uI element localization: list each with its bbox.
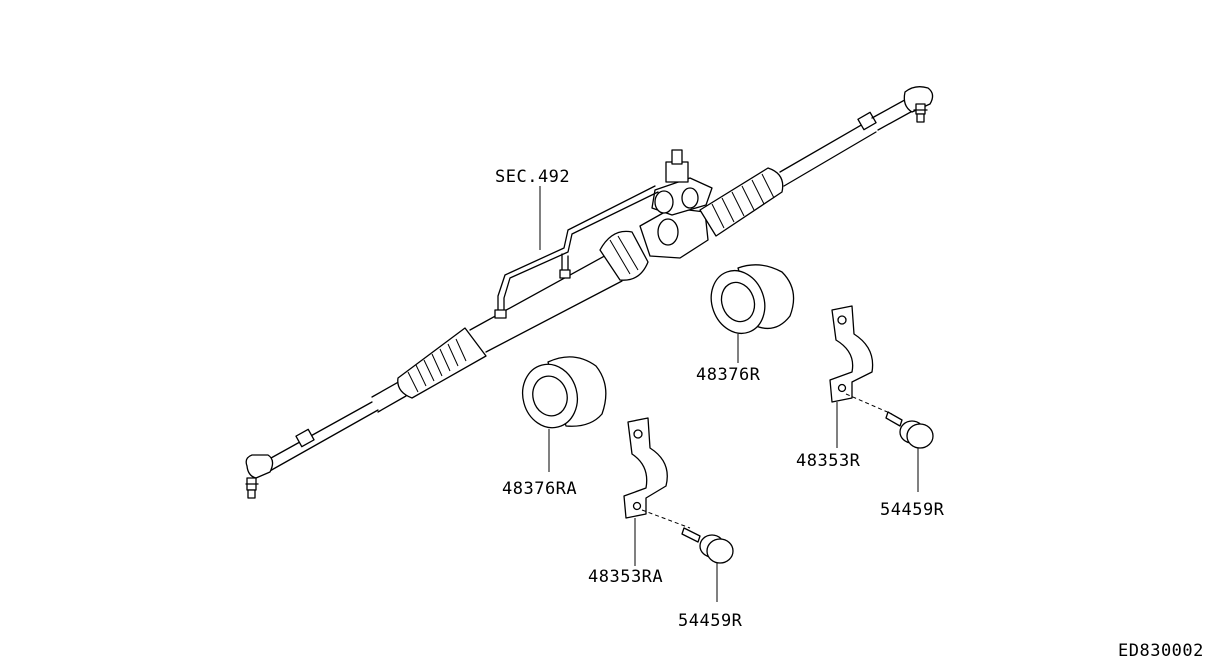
part-number-48376RA: 48376RA [502, 479, 577, 499]
hydraulic-lines[interactable] [494, 185, 659, 319]
gear-box[interactable] [639, 149, 713, 259]
bolt-54459R-right[interactable]: 54459R [845, 393, 945, 520]
sec-492-label: SEC.492 [495, 167, 570, 187]
right-tie-rod[interactable] [779, 95, 919, 187]
part-number-54459R-right: 54459R [880, 500, 945, 520]
part-number-48376R: 48376R [696, 365, 761, 385]
right-tie-rod-end[interactable] [903, 86, 934, 123]
left-boot[interactable] [397, 327, 487, 399]
left-tie-rod[interactable] [261, 379, 407, 473]
mount-insulator-48376R[interactable]: 48376R [696, 263, 795, 385]
clamp-48353RA[interactable]: 48353RA [588, 417, 668, 587]
left-tie-rod-end[interactable] [245, 454, 274, 499]
part-number-48353RA: 48353RA [588, 567, 663, 587]
mount-insulator-48376RA[interactable]: 48376RA [502, 356, 607, 499]
right-boot[interactable] [699, 167, 784, 237]
drawing-code: ED830002 [1118, 641, 1204, 661]
rack-housing[interactable] [469, 230, 649, 353]
steering-gear-assembly[interactable] [245, 86, 934, 499]
sec-492-callout[interactable]: SEC.492 [495, 167, 570, 250]
part-number-48353R: 48353R [796, 451, 861, 471]
bolt-54459R-bottom[interactable]: 54459R [641, 509, 743, 631]
part-number-54459R-bottom: 54459R [678, 611, 743, 631]
clamp-48353R[interactable]: 48353R [796, 305, 874, 471]
